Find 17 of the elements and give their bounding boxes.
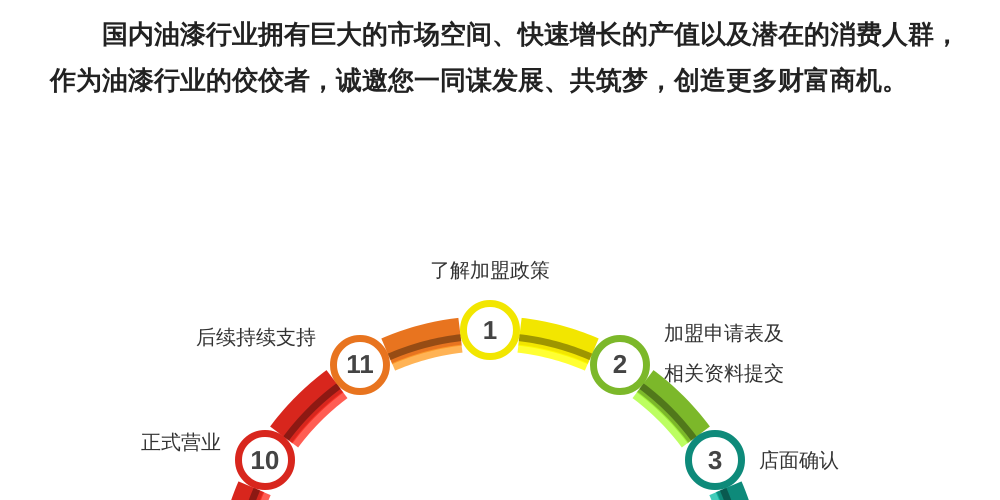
step-circle (330, 334, 390, 395)
step-label: 了解加盟政策 (429, 257, 551, 284)
step-number: 1 (482, 314, 498, 346)
arc-connector (270, 370, 346, 446)
step-circle (590, 334, 650, 395)
intro-paragraph: 国内油漆行业拥有巨大的市场空间、快速增长的产值以及潜在的消费人群，作为油漆行业的佼佼者，诚邀您一同谋发展、共筑梦，创造更多财富商机。 (50, 19, 960, 98)
step-number: 10 (250, 444, 280, 476)
step-label: 加盟申请表及相关资料提交 (664, 320, 785, 387)
step-circle (685, 430, 746, 490)
step-label: 店面确认 (759, 447, 840, 474)
step-number: 11 (346, 349, 374, 380)
step-label: 正式营业 (140, 429, 221, 456)
step-number: 2 (612, 349, 628, 380)
arc-connector (634, 370, 710, 446)
step-label: 后续持续支持 (195, 324, 316, 351)
step-circle (234, 430, 295, 490)
step-number: 3 (708, 444, 722, 476)
